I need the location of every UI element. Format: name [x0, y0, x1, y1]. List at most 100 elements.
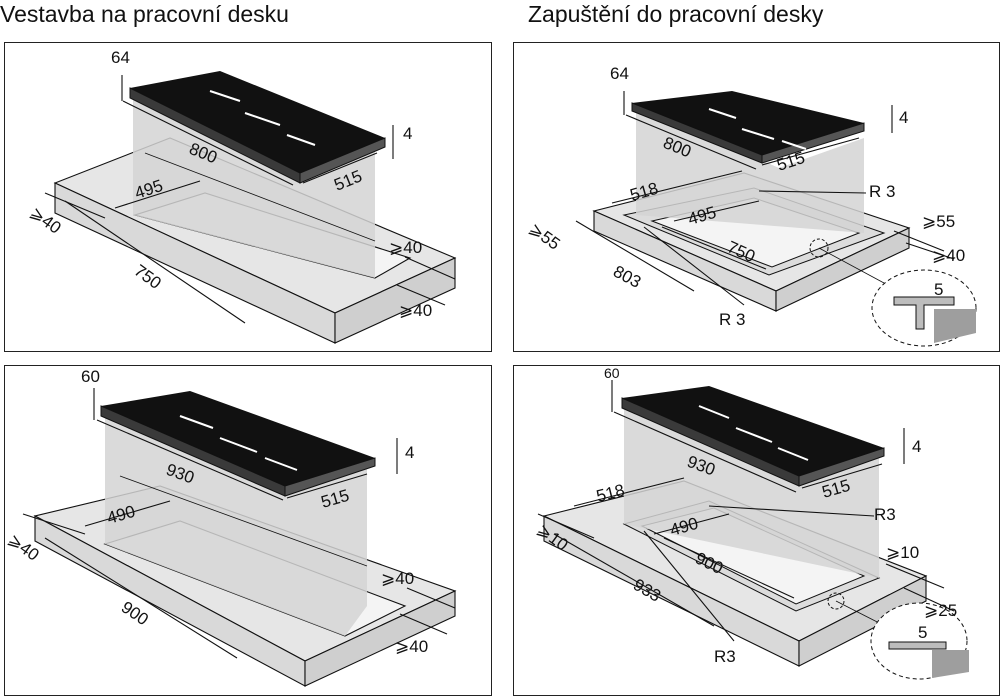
dim-line-depth [286, 473, 368, 499]
cooktop-edge-side [284, 457, 376, 497]
label-detail: 5 [918, 623, 927, 642]
dim-line-cut-depth [653, 513, 730, 535]
label-back-min: ⩾40 [395, 637, 428, 656]
detail-countertop [934, 309, 976, 343]
label-back-min: ⩾40 [932, 246, 965, 265]
dim-line-cut-len [44, 537, 238, 659]
countertop-side [798, 575, 927, 667]
detail-section [888, 641, 947, 650]
label-height: 64 [610, 64, 629, 83]
diagram-flush-mount-800: 64 4 800 515 518 R 3 495 ⩾55 ⩾55 750 ⩾40… [526, 64, 977, 347]
dim-line-front-min [44, 192, 106, 219]
zone-mark [781, 140, 807, 150]
dim-line-guide [119, 475, 368, 567]
countertop-side [334, 257, 456, 344]
dim-line-cut-depth [673, 200, 760, 222]
zone-mark [179, 415, 214, 429]
dim-line-cut-len [663, 537, 795, 599]
zone-mark [244, 112, 281, 126]
detail-circle-small [809, 238, 829, 258]
projection-shade [105, 414, 367, 636]
countertop-side [775, 227, 910, 312]
label-cut-len: 900 [118, 598, 152, 630]
panel-flush-mount-800: 64 4 800 515 518 R 3 495 ⩾55 ⩾55 750 ⩾40… [513, 42, 1000, 352]
dim-line-side-min [406, 587, 456, 609]
label-height: 60 [81, 367, 100, 386]
projection-shade [624, 406, 879, 578]
dim-line-cut-depth [114, 180, 201, 209]
dim-line-front-min [537, 513, 595, 539]
cooktop-edge-side [798, 447, 885, 487]
dim-line-rebate-depth [611, 170, 743, 204]
detail-section [893, 296, 955, 330]
dim-line-detail-leader [818, 247, 885, 284]
dim-line-rebate-len [553, 533, 715, 627]
dim-line-radius-bottom [643, 530, 735, 642]
projection-shade [133, 95, 375, 278]
label-height: 60 [604, 366, 620, 381]
label-side-min: ⩾40 [381, 569, 414, 588]
projection-shade [636, 105, 864, 233]
label-frame: 4 [899, 108, 908, 127]
zone-mark [219, 437, 258, 453]
diagram-flush-mount-930: 60 4 930 515 518 R3 490 ⩾10 900 ⩾10 933 … [534, 366, 969, 680]
panel-surface-mount-800: 64 4 800 515 495 ⩾40 750 ⩾40 ⩾40 [4, 42, 492, 352]
dim-line-depth [302, 152, 378, 184]
label-side-min: ⩾10 [886, 543, 919, 562]
dim-line-side-min [404, 256, 456, 280]
zone-mark [286, 134, 316, 146]
dim-line-depth [801, 463, 883, 489]
dim-line-radius-top [758, 190, 867, 194]
zone-mark [698, 405, 730, 419]
cooktop-edge-side [761, 122, 865, 164]
diagram-surface-mount-800: 64 4 800 515 495 ⩾40 750 ⩾40 ⩾40 [27, 48, 457, 344]
dim-line-length [613, 411, 797, 493]
panel-flush-mount-930: 60 4 930 515 518 R3 490 ⩾10 900 ⩾10 933 … [513, 365, 1000, 696]
dim-line-rebate-len [575, 220, 695, 292]
label-radius-top: R 3 [869, 182, 895, 201]
zone-mark [735, 427, 773, 443]
dim-line-cut-len [661, 226, 767, 270]
cooktop-top [130, 71, 385, 173]
dim-line-back-min [903, 587, 955, 612]
dim-line-length [625, 114, 757, 170]
dim-line-side-min [893, 230, 945, 252]
dim-line-rebate-depth [573, 477, 685, 507]
detail-circle-small [827, 592, 845, 610]
dim-line-guide [144, 152, 376, 242]
label-side-min: ⩾55 [922, 212, 955, 231]
zone-mark [209, 90, 241, 102]
diagram-surface-mount-930: 60 4 930 515 490 ⩾40 900 ⩾40 ⩾40 [5, 367, 457, 687]
label-front-min: ⩾55 [526, 219, 564, 254]
label-side-min: ⩾40 [389, 238, 422, 257]
dim-line-length [96, 419, 284, 501]
dim-line-radius-bottom [643, 226, 745, 306]
detail-countertop [932, 650, 969, 678]
dim-line-depth [761, 137, 860, 166]
dim-line-back-min [399, 613, 448, 635]
panel-surface-mount-930: 60 4 930 515 490 ⩾40 900 ⩾40 ⩾40 [4, 365, 492, 696]
countertop-side [304, 590, 456, 687]
cooktop-top [622, 386, 884, 476]
label-rebate-len: 803 [610, 262, 644, 292]
heading-flush-mount: Zapuštění do pracovní desky [528, 1, 824, 27]
dim-line-length [122, 100, 294, 186]
label-radius-bottom: R 3 [719, 310, 745, 329]
label-frame: 4 [403, 124, 412, 143]
zone-mark [264, 457, 298, 471]
dim-line-cut-depth [84, 500, 171, 527]
cooktop-top [101, 391, 375, 486]
zone-mark [777, 447, 809, 461]
dim-line-radius-top [708, 505, 875, 517]
heading-surface-mount: Vestavba na pracovní desku [0, 1, 289, 27]
dim-line-side-min [885, 563, 945, 589]
cooktop-top [632, 91, 864, 155]
zone-mark [708, 108, 737, 119]
label-back-min: ⩾25 [924, 601, 957, 620]
dim-line-front-min [22, 513, 86, 535]
label-frame: 4 [405, 443, 414, 462]
label-height: 64 [111, 48, 130, 67]
cooktop-edge-side [299, 137, 386, 184]
dim-line-back-min [905, 242, 955, 260]
zone-mark [741, 128, 775, 140]
